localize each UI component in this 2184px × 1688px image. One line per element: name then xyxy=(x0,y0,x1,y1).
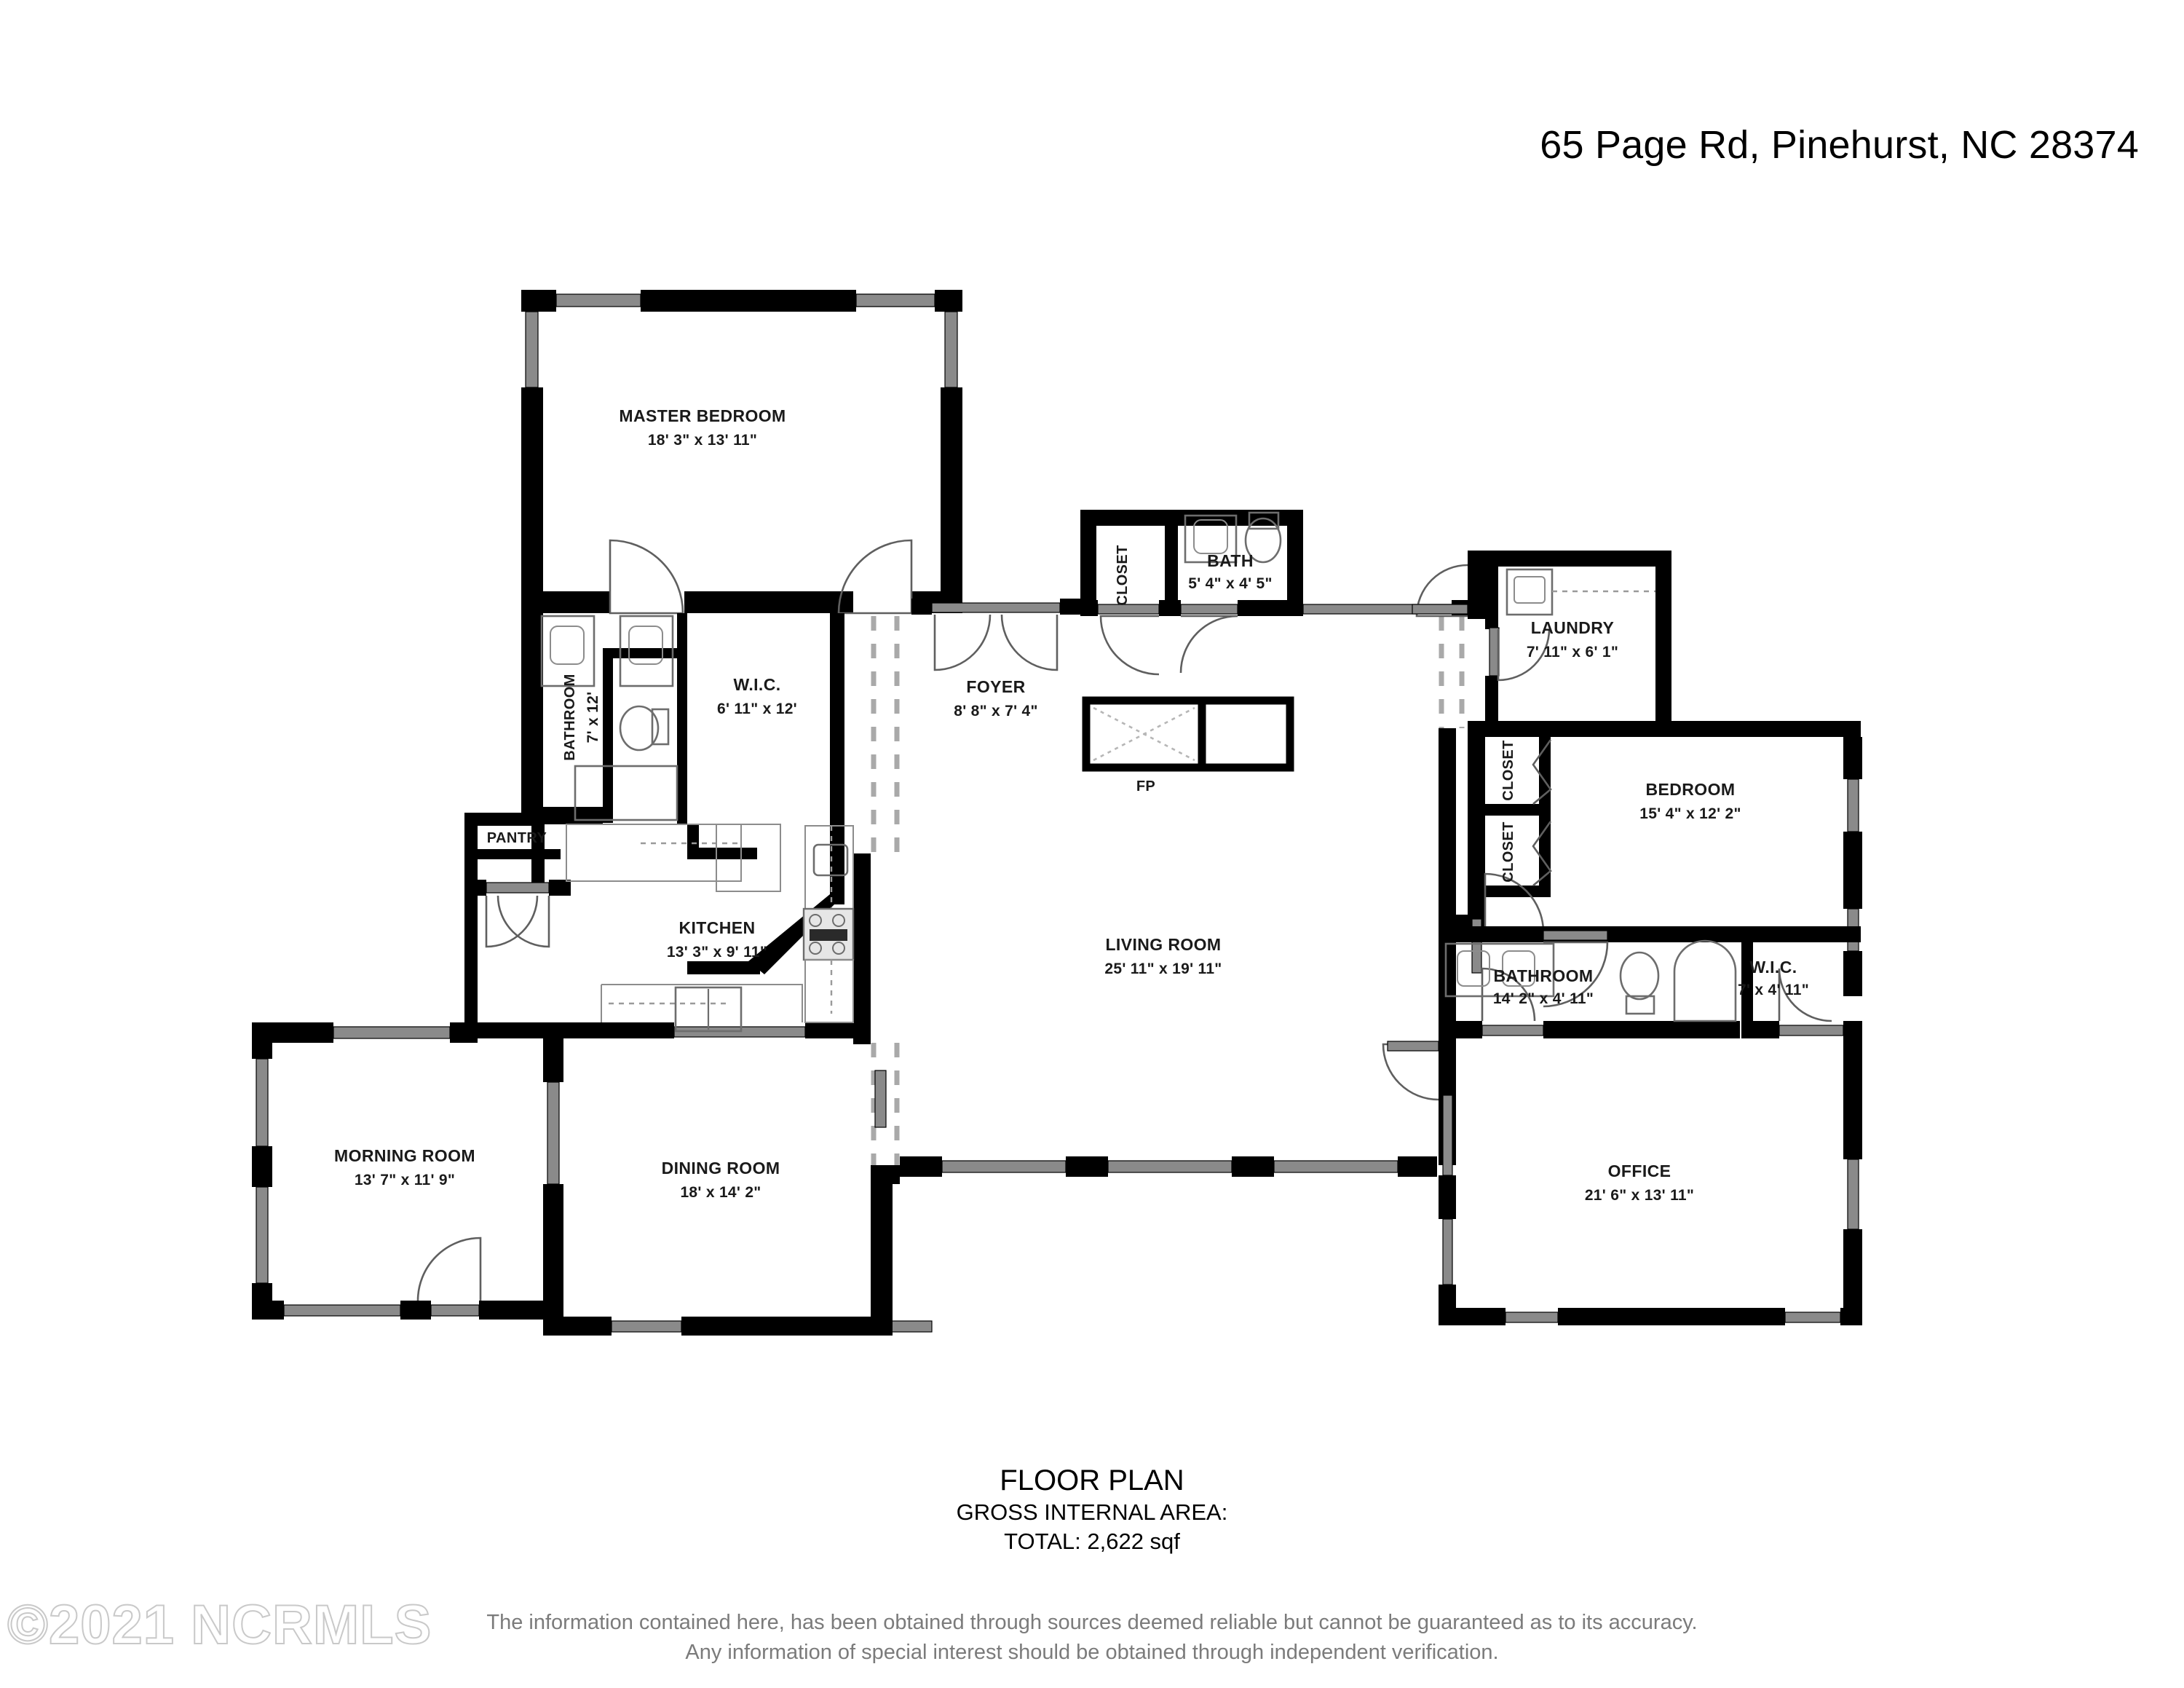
room-label-pantry: PANTRY xyxy=(487,830,547,846)
page-title: 65 Page Rd, Pinehurst, NC 28374 xyxy=(1540,123,2139,167)
center-bath-fixtures xyxy=(1184,511,1282,564)
room-dim-bathroom2: 14' 2" x 4' 11" xyxy=(1493,990,1594,1007)
room-label-fireplace: FP xyxy=(1136,778,1155,794)
room-label-master-wic: W.I.C. xyxy=(733,675,780,694)
bathroom2-walls xyxy=(1439,926,1862,1038)
room-dim-foyer: 8' 8" x 7' 4" xyxy=(954,703,1038,719)
room-label-bedroom2-closet-lower: CLOSET xyxy=(1500,821,1516,883)
master-bathroom-walls xyxy=(521,591,687,824)
kitchen-walls xyxy=(464,853,871,1044)
room-dim-morning-room: 13' 7" x 11' 9" xyxy=(355,1172,455,1188)
room-label-morning-room: MORNING ROOM xyxy=(334,1146,475,1165)
room-label-center-bath: BATH xyxy=(1207,551,1254,570)
room-dim-living-room: 25' 11" x 19' 11" xyxy=(1104,961,1222,977)
kitchen-fixtures xyxy=(566,824,855,1033)
room-dim-dining-room: 18' x 14' 2" xyxy=(680,1184,761,1201)
disclaimer-line-1: The information contained here, has been… xyxy=(486,1611,1698,1634)
room-label-office: OFFICE xyxy=(1608,1162,1671,1180)
room-dim-laundry: 7' 11" x 6' 1" xyxy=(1527,644,1618,660)
room-dim-bedroom2: 15' 4" x 12' 2" xyxy=(1639,805,1741,822)
room-label-master-bedroom: MASTER BEDROOM xyxy=(619,406,786,425)
room-label-dining-room: DINING ROOM xyxy=(662,1159,780,1178)
footer-title: FLOOR PLAN xyxy=(1000,1464,1184,1496)
room-dim-kitchen: 13' 3" x 9' 11" xyxy=(667,944,767,961)
bathroom2-fixtures xyxy=(1444,939,1737,1022)
office-walls xyxy=(1382,1038,1862,1325)
room-label-bedroom2: BEDROOM xyxy=(1646,780,1736,799)
dining-room-walls xyxy=(464,1022,933,1336)
disclaimer-line-2: Any information of special interest shou… xyxy=(685,1641,1499,1665)
fireplace xyxy=(1082,696,1294,772)
room-label-bedroom2-closet-upper: CLOSET xyxy=(1500,740,1516,801)
disclaimer: The information contained here, has been… xyxy=(0,1608,2184,1668)
room-label-laundry: LAUNDRY xyxy=(1531,618,1614,637)
master-bedroom-door-arcs xyxy=(609,539,913,615)
room-label-center-closet: CLOSET xyxy=(1115,545,1131,606)
center-closet-bath-walls xyxy=(1080,510,1468,676)
footer-area-label: GROSS INTERNAL AREA: xyxy=(956,1499,1228,1526)
morning-room-walls xyxy=(252,1022,563,1320)
room-label-kitchen: KITCHEN xyxy=(678,918,755,937)
living-room-lower-wall xyxy=(900,1156,1437,1177)
room-label-master-bathroom: BATHROOM xyxy=(562,674,578,760)
room-dim-wic2: 7' x 4' 11" xyxy=(1738,982,1809,998)
room-dim-office: 21' 6" x 13' 11" xyxy=(1585,1187,1694,1204)
pantry-walls xyxy=(464,813,571,948)
room-label-bathroom2: BATHROOM xyxy=(1494,966,1594,985)
master-bedroom-walls xyxy=(521,290,962,613)
master-bathroom-fixtures xyxy=(540,615,678,821)
foyer-walls xyxy=(871,599,1080,1165)
laundry-fixtures xyxy=(1506,568,1655,616)
room-dim-master-bedroom: 18' 3" x 13' 11" xyxy=(648,432,757,449)
center-connector-wall xyxy=(893,1165,900,1184)
footer-total: TOTAL: 2,622 sqf xyxy=(1004,1528,1180,1554)
floor-plan-footer: FLOOR PLAN GROSS INTERNAL AREA: TOTAL: 2… xyxy=(0,1464,2184,1556)
room-dim-master-wic: 6' 11" x 12' xyxy=(717,701,797,717)
room-label-foyer: FOYER xyxy=(966,677,1025,696)
room-label-living-room: LIVING ROOM xyxy=(1105,935,1221,954)
room-label-wic2: W.I.C. xyxy=(1749,958,1797,977)
room-dim-center-bath: 5' 4" x 4' 5" xyxy=(1188,575,1273,592)
room-dim-master-bathroom: 7' x 12' xyxy=(585,692,601,744)
